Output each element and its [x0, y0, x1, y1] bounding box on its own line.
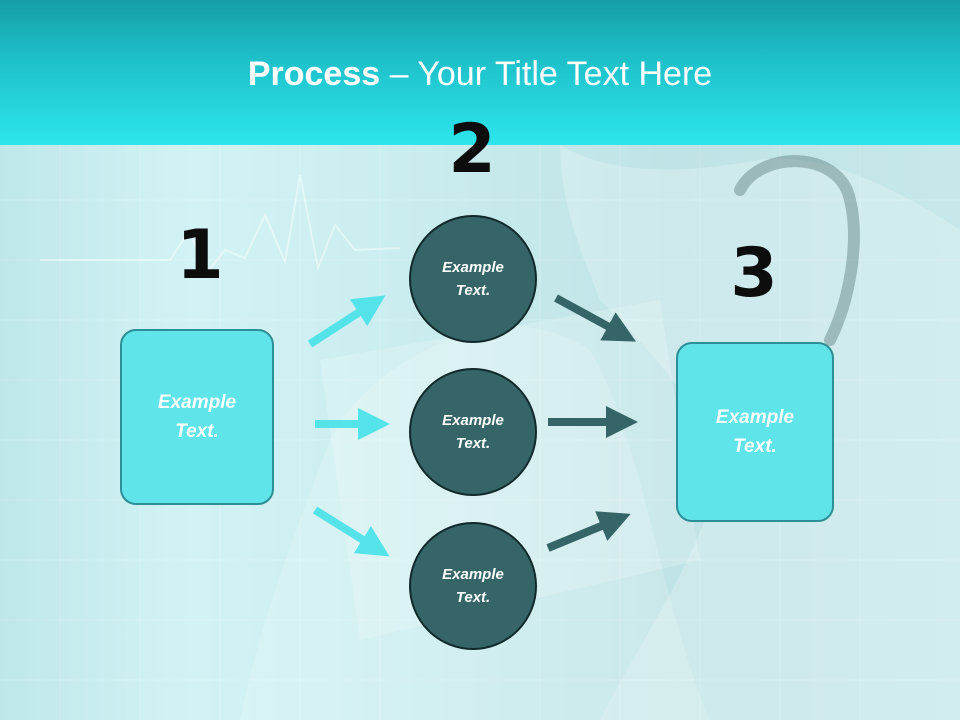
circle-bottom-label: Example Text. — [442, 566, 504, 606]
step-3-label: Example Text. — [715, 407, 795, 457]
step-2-circle-middle: Example Text. — [409, 368, 537, 496]
step-number-2: 2 — [448, 110, 496, 189]
title-bar: Process – Your Title Text Here — [0, 0, 960, 145]
step-3-box: Example Text. — [676, 342, 834, 522]
title-bold-part: Process — [247, 55, 381, 93]
arrow-from-circle-top — [554, 294, 637, 342]
slide-title: Process – Your Title Text Here — [0, 52, 960, 96]
step-number-3: 3 — [730, 234, 778, 313]
arrow-to-circle-top — [307, 295, 386, 348]
step-1-box: Example Text. — [120, 329, 274, 505]
step-number-1: 1 — [176, 216, 224, 295]
step-2-circle-top: Example Text. — [409, 215, 537, 343]
circle-middle-label: Example Text. — [442, 412, 504, 452]
step-2-circle-bottom: Example Text. — [409, 522, 537, 650]
title-rest-part: – Your Title Text Here — [380, 55, 713, 93]
arrow-to-circle-bot — [312, 506, 390, 557]
step-1-label: Example Text. — [157, 392, 237, 442]
arrow-from-circle-bot — [546, 511, 631, 552]
circle-top-label: Example Text. — [442, 259, 504, 299]
